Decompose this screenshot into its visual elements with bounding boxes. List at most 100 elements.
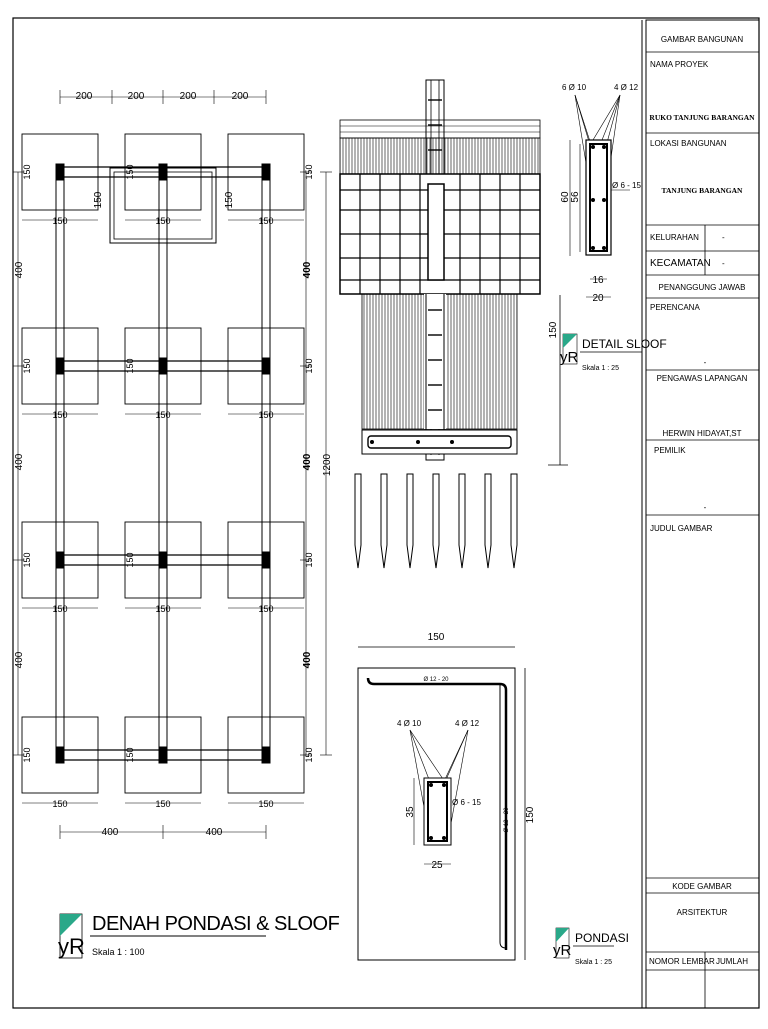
planner-label: PERENCANA — [650, 303, 700, 312]
responsible-label: PENANGGUNG JAWAB — [659, 283, 746, 292]
owner-label: PEMILIK — [654, 446, 686, 455]
sloof-stirrup: Ø 6 - 15 — [612, 181, 641, 190]
location-label: LOKASI BANGUNAN — [650, 139, 727, 148]
footing-dim-label: 150 — [22, 552, 32, 567]
title-block-header: GAMBAR BANGUNAN — [661, 35, 743, 44]
sloof-bar-bottom: 6 Ø 10 — [562, 83, 587, 92]
dim-left-3: 400 — [14, 651, 25, 668]
code-label: KODE GAMBAR — [672, 882, 732, 891]
svg-text:yR: yR — [58, 934, 85, 959]
footing — [124, 133, 202, 211]
dim-top-4: 200 — [232, 91, 249, 102]
footing — [124, 327, 202, 405]
footing-dim-label: 150 — [22, 164, 32, 179]
column — [158, 357, 168, 375]
pile — [484, 473, 492, 569]
sloof-title: DETAIL SLOOF — [582, 337, 667, 351]
sloof-logo: yR — [560, 333, 579, 366]
footing-dim-label: 150 — [125, 164, 135, 179]
foundation-section: 150 — [339, 79, 568, 569]
planner-value: - — [704, 358, 707, 367]
footing-dim-label: 150 — [258, 799, 273, 809]
column — [55, 746, 65, 764]
col-width: 25 — [431, 860, 443, 871]
column — [55, 163, 65, 181]
sloof-height-outer: 60 — [560, 191, 571, 203]
footing-dim-label: 150 — [125, 747, 135, 762]
dim-top-2: 200 — [128, 91, 145, 102]
dim-right-1: 400 — [302, 261, 313, 278]
sheet-no-label: NOMOR LEMBAR — [649, 957, 715, 966]
column — [261, 746, 271, 764]
foundation-plan: 150 150 150 150 150 150 150 150 150 150 150 150 150 1… — [13, 90, 332, 839]
mesh-top: Ø 12 - 20 — [423, 677, 449, 683]
footing-dim-label: 150 — [258, 216, 273, 226]
mesh-side: Ø 12 - 20 — [504, 807, 510, 833]
footing-dim-label: 150 — [52, 216, 67, 226]
footing-dim-label: 150 — [258, 604, 273, 614]
col-bar-a: 4 Ø 10 — [397, 719, 422, 728]
dim-left-2: 400 — [14, 453, 25, 470]
project-name: RUKO TANJUNG BARANGAN — [649, 113, 755, 122]
pondasi-detail: 150 Ø 12 - 20 Ø 12 - 20 150 4 Ø 10 4 Ø 1… — [357, 632, 629, 966]
sloof-height-inner: 56 — [570, 191, 581, 203]
plan-title: DENAH PONDASI & SLOOF — [92, 913, 340, 935]
footing — [124, 716, 202, 794]
dim-inner-left: 150 — [93, 191, 104, 208]
svg-text:yR: yR — [553, 942, 572, 959]
footing-dim-label: 150 — [155, 799, 170, 809]
pile — [458, 473, 466, 569]
title-block: GAMBAR BANGUNAN NAMA PROYEK RUKO TANJUNG… — [641, 19, 760, 1009]
dim-top-1: 200 — [76, 91, 93, 102]
footing-dim-label: 150 — [125, 552, 135, 567]
drawing-title-label: JUDUL GAMBAR — [650, 524, 713, 533]
pondasi-height-dim: 150 — [525, 806, 536, 823]
footing-dim-label: 150 — [155, 216, 170, 226]
pondasi-title: PONDASI — [575, 931, 629, 945]
footing-dim-label: 150 — [52, 604, 67, 614]
section-depth-dim: 150 — [548, 321, 559, 338]
footing-dim-label: 150 — [155, 604, 170, 614]
pile — [354, 473, 362, 569]
dim-total: 1200 — [322, 453, 333, 476]
total-label: JUMLAH — [716, 957, 748, 966]
pondasi-width-dim: 150 — [428, 632, 445, 643]
sloof-width-outer: 20 — [592, 293, 604, 304]
piles — [354, 473, 518, 569]
supervisor-label: PENGAWAS LAPANGAN — [657, 374, 748, 383]
column — [158, 551, 168, 569]
dim-left-1: 400 — [14, 261, 25, 278]
dim-top-3: 200 — [180, 91, 197, 102]
footing-dim-label: 150 — [22, 358, 32, 373]
pile — [432, 473, 440, 569]
footing-dim-label: 150 — [258, 410, 273, 420]
owner-value: - — [704, 503, 707, 512]
column — [158, 746, 168, 764]
pile — [406, 473, 414, 569]
column — [158, 163, 168, 181]
kecamatan-label: KECAMATAN — [650, 258, 711, 269]
pondasi-scale: Skala 1 : 25 — [575, 959, 612, 966]
kelurahan-value: - — [722, 233, 725, 242]
footing-dim-label: 150 — [22, 747, 32, 762]
footing-dim-label: 150 — [52, 799, 67, 809]
dim-bottom-1: 400 — [102, 827, 119, 838]
pile — [380, 473, 388, 569]
kecamatan-value: - — [722, 259, 725, 268]
col-height: 35 — [405, 806, 416, 818]
code-value: ARSITEKTUR — [677, 908, 728, 917]
sloof-bar-top: 4 Ø 12 — [614, 83, 639, 92]
foundation-plan-labels: 200 200 200 200 400 400 400 400 400 400 … — [14, 91, 340, 959]
plan-logo: yR — [58, 913, 85, 959]
supervisor-name: HERWIN HIDAYAT,ST — [663, 429, 742, 438]
footing — [124, 521, 202, 599]
column — [261, 163, 271, 181]
sloof-detail: 6 Ø 10 4 Ø 12 Ø 6 - 15 60 56 16 20 yR — [560, 83, 667, 372]
pile — [510, 473, 518, 569]
column — [55, 551, 65, 569]
footing-dim-label: 150 — [155, 410, 170, 420]
column — [261, 551, 271, 569]
dim-inner-right: 150 — [224, 191, 235, 208]
